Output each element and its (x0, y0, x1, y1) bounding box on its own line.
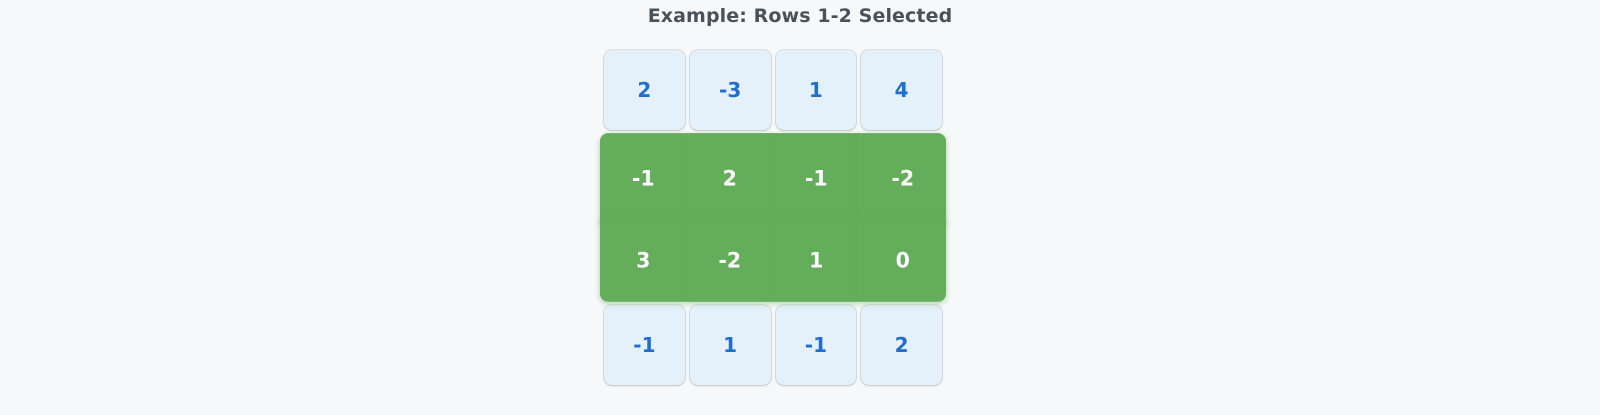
matrix-cell-r3c0[interactable]: -1 (604, 305, 685, 385)
matrix-cell-r0c3[interactable]: 4 (861, 50, 942, 130)
matrix-cell-r3c3[interactable]: 2 (861, 305, 942, 385)
matrix-row-2[interactable]: 3 -2 1 0 (599, 218, 947, 302)
matrix-row-3[interactable]: -1 1 -1 2 (604, 305, 942, 385)
matrix-cell-r3c1[interactable]: 1 (689, 305, 771, 385)
matrix-cell-r1c2[interactable]: -1 (773, 133, 860, 222)
matrix-cell-r3c2[interactable]: -1 (775, 305, 857, 385)
matrix-cell-r0c2[interactable]: 1 (775, 50, 857, 130)
matrix-cell-r1c0[interactable]: -1 (599, 133, 687, 222)
matrix-row-1[interactable]: -1 2 -1 -2 (599, 133, 947, 222)
matrix-cell-r0c1[interactable]: -3 (689, 50, 771, 130)
matrix-cell-r2c2[interactable]: 1 (773, 218, 860, 302)
matrix-cell-r2c3[interactable]: 0 (859, 218, 947, 302)
matrix-cell-r1c3[interactable]: -2 (859, 133, 947, 222)
matrix-row-0[interactable]: 2 -3 1 4 (604, 50, 942, 130)
matrix-cell-r0c0[interactable]: 2 (604, 50, 685, 130)
page-title: Example: Rows 1-2 Selected (647, 5, 953, 27)
matrix-cell-r2c0[interactable]: 3 (599, 218, 687, 302)
matrix-cell-r2c1[interactable]: -2 (686, 218, 773, 302)
matrix-grid: 2 -3 1 4 -1 2 -1 -2 3 -2 1 0 -1 1 -1 2 (599, 50, 947, 390)
matrix-cell-r1c1[interactable]: 2 (686, 133, 773, 222)
